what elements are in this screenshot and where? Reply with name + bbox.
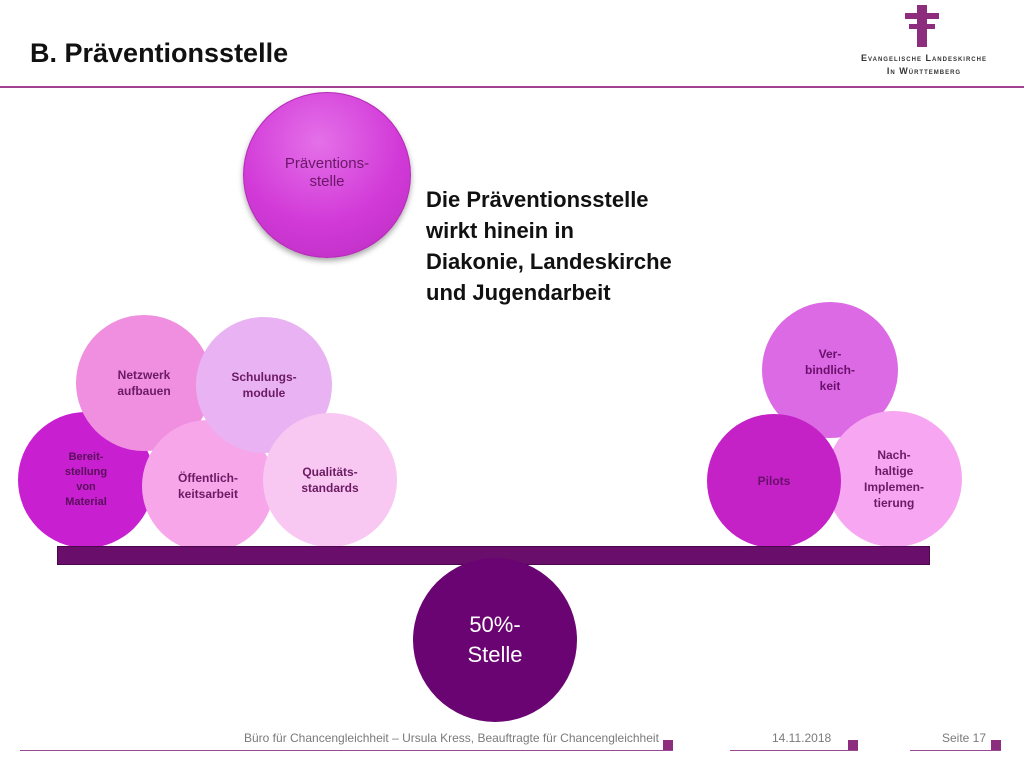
footer-rule-left — [20, 750, 673, 751]
headline-text: Die Präventionsstelle wirkt hinein in Di… — [426, 187, 672, 305]
org-line-1: Evangelische Landeskirche — [861, 53, 987, 63]
footer-marker-3 — [991, 740, 1001, 750]
circle-oeffentlichkeitsarbeit: Öffentlich- keitsarbeit — [142, 420, 274, 552]
circle-pilots: Pilots — [707, 414, 841, 548]
circle-nachhaltige-implementierung: Nach- haltige Implemen- tierung — [826, 411, 962, 547]
org-line-2: In Württemberg — [886, 66, 962, 76]
stelle-circle: 50%- Stelle — [413, 558, 577, 722]
footer-marker-2 — [848, 740, 858, 750]
footer-rule-right — [910, 750, 1001, 751]
cross-logo-bar-lower — [909, 24, 935, 29]
cross-logo-bar-upper — [905, 13, 939, 19]
circle-qualitaetsstandards: Qualitäts- standards — [263, 413, 397, 547]
organization-name: Evangelische Landeskirche In Württemberg — [830, 52, 1018, 78]
slide-title: B. Präventionsstelle — [30, 38, 289, 68]
title-rule — [0, 86, 1024, 88]
praeventionsstelle-circle: Präventions- stelle — [243, 92, 411, 258]
footer-credit: Büro für Chancengleichheit – Ursula Kres… — [244, 731, 659, 745]
footer-date: 14.11.2018 — [772, 731, 832, 745]
footer-page-number: Seite 17 — [942, 731, 987, 745]
footer-rule-middle — [730, 750, 858, 751]
footer-marker-1 — [663, 740, 673, 750]
